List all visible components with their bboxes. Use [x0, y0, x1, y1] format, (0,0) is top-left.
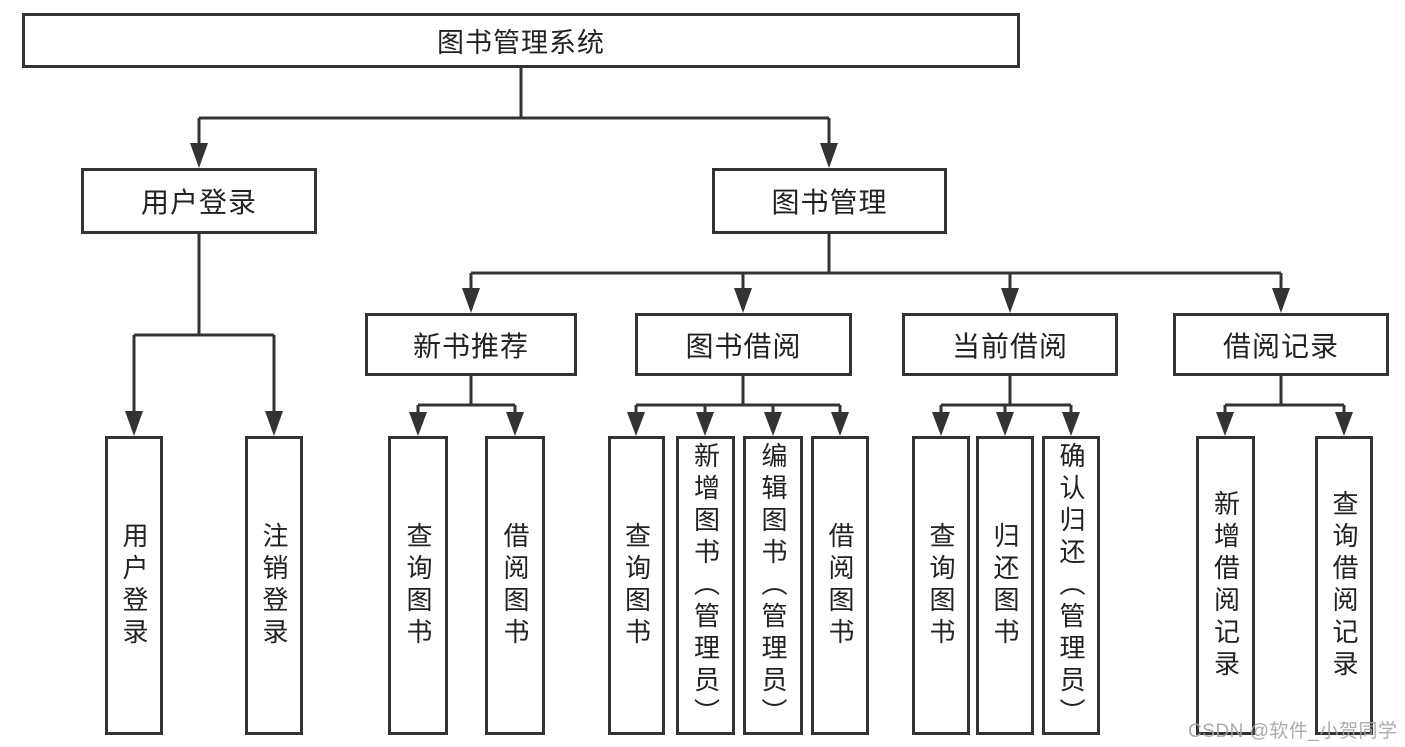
connector-arrowhead: [1335, 412, 1353, 436]
node-label: 查询图书: [621, 521, 652, 650]
node-logout: 注销登录: [245, 436, 303, 735]
node-query-books-recommend: 查询图书: [388, 436, 448, 735]
node-label: 查询图书: [403, 521, 433, 650]
node-borrow-records: 借阅记录: [1173, 313, 1389, 376]
node-edit-books-admin: 编辑图书（管理员）: [743, 436, 803, 735]
connector-book-management-to-level3: [462, 234, 1290, 313]
node-borrow-books-recommend: 借阅图书: [485, 436, 545, 735]
node-user-login: 用户登录: [81, 168, 317, 234]
node-label: 注销登录: [259, 521, 289, 650]
connector-arrowhead: [506, 412, 524, 436]
node-query-books-current: 查询图书: [912, 436, 970, 735]
node-label: 借阅记录: [1222, 330, 1339, 362]
node-book-borrowing: 图书借阅: [635, 313, 852, 376]
node-label: 图书管理: [771, 187, 888, 218]
node-label: 用户登录: [119, 521, 149, 650]
node-label: 新增借阅记录: [1210, 489, 1241, 682]
node-label: 借阅图书: [500, 521, 530, 650]
connector-arrowhead: [734, 288, 752, 313]
node-add-books-admin: 新增图书（管理员）: [676, 436, 735, 735]
node-label: 新增图书（管理员）: [690, 441, 721, 730]
connector-arrowhead: [627, 412, 645, 436]
node-label: 图书管理系统: [437, 28, 605, 58]
node-borrow-books: 借阅图书: [811, 436, 869, 735]
node-library-management-system: 图书管理系统: [22, 13, 1020, 68]
connector-arrowhead: [831, 412, 849, 436]
node-label: 确认归还（管理员）: [1056, 441, 1086, 730]
connector-arrowhead: [764, 412, 782, 436]
node-label: 用户登录: [140, 187, 257, 218]
connector-new-book-recommend-to-leaves: [409, 376, 524, 436]
node-label: 新书推荐: [412, 330, 529, 362]
node-add-borrow-record: 新增借阅记录: [1196, 436, 1255, 735]
node-label: 借阅图书: [825, 521, 855, 650]
connector-current-borrowing-to-leaves: [932, 376, 1080, 436]
node-query-books-borrow: 查询图书: [608, 436, 665, 735]
node-label: 当前借阅: [951, 330, 1068, 362]
connector-arrowhead: [190, 143, 208, 168]
connector-arrowhead: [1216, 412, 1234, 436]
connector-arrowhead: [1272, 288, 1290, 313]
node-new-book-recommend: 新书推荐: [365, 313, 577, 376]
connector-root-to-level2: [190, 68, 838, 168]
connector-arrowhead: [462, 288, 480, 313]
node-label: 图书借阅: [685, 330, 802, 362]
node-label: 归还图书: [990, 521, 1020, 650]
node-return-books: 归还图书: [976, 436, 1034, 735]
connector-arrowhead: [696, 412, 714, 436]
connector-arrowhead: [125, 411, 143, 436]
connector-user-login-to-leaves: [125, 234, 283, 436]
csdn-watermark: CSDN @软件_小贺同学: [1188, 721, 1398, 742]
connector-arrowhead: [996, 412, 1014, 436]
connector-arrowhead: [409, 412, 427, 436]
node-confirm-return-admin: 确认归还（管理员）: [1042, 436, 1100, 735]
node-label: 编辑图书（管理员）: [758, 441, 788, 730]
connector-book-borrowing-to-leaves: [627, 376, 849, 436]
connector-arrowhead: [1001, 288, 1019, 313]
node-current-borrowing: 当前借阅: [902, 313, 1118, 376]
node-label: 查询图书: [926, 521, 956, 650]
connector-borrow-records-to-leaves: [1216, 376, 1353, 436]
node-user-login-leaf: 用户登录: [105, 436, 163, 735]
connector-arrowhead: [1062, 412, 1080, 436]
node-book-management: 图书管理: [712, 168, 947, 234]
node-label: 查询借阅记录: [1329, 489, 1359, 682]
connector-arrowhead: [820, 143, 838, 168]
connector-arrowhead: [265, 411, 283, 436]
node-query-borrow-record: 查询借阅记录: [1315, 436, 1373, 735]
connector-arrowhead: [932, 412, 950, 436]
